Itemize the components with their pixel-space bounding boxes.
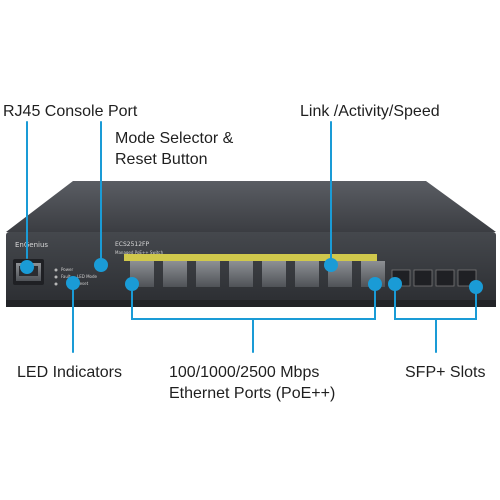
sfp-slot-3[interactable] [435, 269, 455, 287]
link-activity-callout-dot [324, 258, 338, 272]
power-led-label: Power [61, 267, 73, 272]
ethernet-ports-callout-line [131, 287, 376, 353]
ethernet-port-6[interactable] [295, 261, 319, 287]
ethernet-port-2[interactable] [163, 261, 187, 287]
callout-lines [26, 121, 477, 353]
ethernet-port-5[interactable] [262, 261, 286, 287]
sfp-slot-2[interactable] [413, 269, 433, 287]
sfp-slots-right-dot [469, 280, 483, 294]
led-mode-label: LED Mode [77, 274, 98, 279]
ethernet-port-4[interactable] [229, 261, 253, 287]
led-mode-led [54, 282, 58, 286]
model-subtitle: Managed PoE++ Switch [115, 250, 164, 255]
power-led [54, 268, 58, 272]
fault-led [54, 275, 58, 279]
sfp-slots-callout-line [394, 287, 477, 353]
model-name: ECS2512FP [115, 241, 150, 248]
mode-selector-label: Mode Selector & Reset Button [115, 130, 234, 168]
fault-led-label: Fault [61, 274, 71, 279]
ethernet-ports-right-dot [368, 277, 382, 291]
console-port-callout-dot [20, 260, 34, 274]
ethernet-ports-label: 100/1000/2500 Mbps Ethernet Ports (PoE++… [169, 364, 336, 402]
port-led-strip [124, 254, 377, 261]
brand-logo: EnGenius [15, 241, 48, 249]
console-port-label: RJ45 Console Port [3, 103, 138, 120]
led-indicators-label: LED Indicators [17, 364, 122, 381]
sfp-slots-label: SFP+ Slots [405, 364, 486, 381]
switch-top-surface [6, 181, 496, 232]
switch-bottom-lip [6, 300, 496, 307]
reset-label: Reset [77, 281, 89, 286]
ethernet-port-group [130, 261, 385, 287]
led-indicators-callout-dot [66, 276, 80, 290]
ethernet-ports-left-dot [125, 277, 139, 291]
ethernet-port-3[interactable] [196, 261, 220, 287]
link-activity-label: Link /Activity/Speed [300, 103, 440, 120]
sfp-slots-left-dot [388, 277, 402, 291]
callout-dots [20, 258, 483, 294]
mode-selector-callout-dot [94, 258, 108, 272]
